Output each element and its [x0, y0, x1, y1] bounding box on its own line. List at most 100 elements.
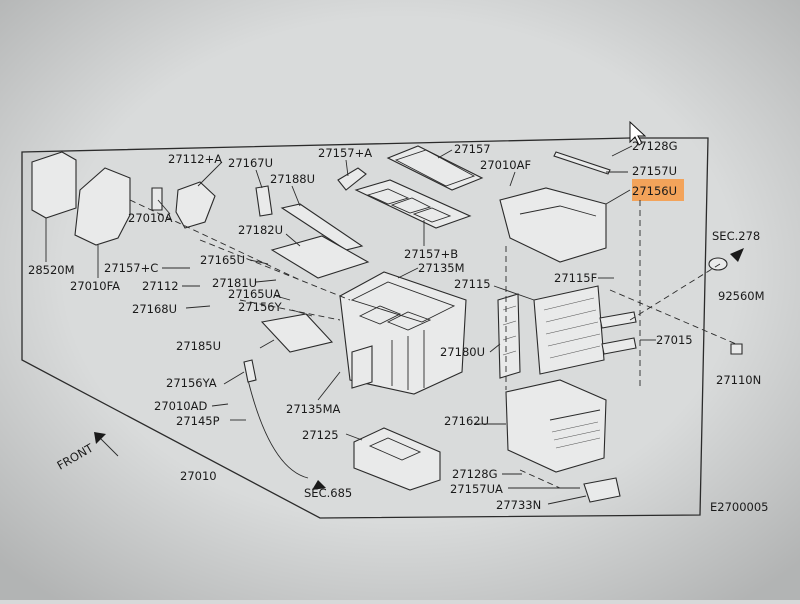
- label-27010FA: 27010FA: [70, 279, 120, 293]
- label-27185U: 27185U: [176, 339, 221, 353]
- dash-line-3: [239, 299, 341, 321]
- arrow-sec685: [312, 480, 326, 490]
- label-27156Y: 27156Y: [238, 300, 283, 314]
- leader-27185U: [259, 339, 275, 349]
- leader-27182U: [285, 233, 301, 247]
- label-27733N: 27733N: [496, 498, 541, 512]
- leader-27156YA: [223, 371, 245, 385]
- leader-27156Y: [291, 309, 313, 317]
- leader-27125: [345, 433, 363, 441]
- label-27010AF: 27010AF: [480, 158, 531, 172]
- part-housing-27135M: [339, 271, 467, 395]
- label-27015: 27015: [656, 333, 693, 347]
- part-upper-case: [499, 187, 607, 263]
- leader-27010AF: [509, 171, 516, 187]
- part-tray-27125: [353, 427, 441, 491]
- label-27156U: 27156U: [632, 184, 677, 198]
- label-27112: 27112: [142, 279, 179, 293]
- label-27135MA: 27135MA: [286, 402, 341, 416]
- leader-27112A: [197, 161, 223, 187]
- diagram-code: E2700005: [710, 500, 768, 514]
- part-hose-27157A: [337, 167, 367, 191]
- label-92560M: 92560M: [718, 289, 765, 303]
- leader-27157: [437, 149, 453, 159]
- part-actuator-bracket: [175, 181, 216, 229]
- leader-27168U: [185, 305, 211, 309]
- leader-27157A: [345, 159, 349, 177]
- leader-27180U: [489, 343, 501, 353]
- part-heater-core-27115: [533, 285, 637, 375]
- label-27128G-2: 27128G: [452, 467, 498, 481]
- label-SEC685: SEC.685: [304, 486, 352, 500]
- part-seal-27188U: [280, 203, 364, 251]
- part-resistor-27733N: [583, 477, 621, 503]
- label-27165U: 27165U: [200, 253, 245, 267]
- label-27135M: 27135M: [418, 261, 465, 275]
- label-27115: 27115: [454, 277, 491, 291]
- label-27157B: 27157+B: [404, 247, 458, 261]
- label-27168U: 27168U: [132, 302, 177, 316]
- leader-27156U: [605, 189, 631, 205]
- label-27165UA: 27165UA: [228, 287, 281, 301]
- leader-27188U: [291, 185, 301, 207]
- dash-line-2: [199, 239, 351, 301]
- mouse-cursor-icon: [629, 120, 647, 146]
- label-27157: 27157: [454, 142, 491, 156]
- part-rod-27157U: [553, 151, 611, 175]
- label-27156YA: 27156YA: [166, 376, 217, 390]
- part-filter-element-27157B: [354, 179, 472, 229]
- part-screw-27010A: [151, 187, 163, 211]
- leader-27165U: [249, 259, 269, 265]
- label-27167U: 27167U: [228, 156, 273, 170]
- leader-27010A: [157, 199, 171, 215]
- part-flap-27182U: [270, 235, 370, 279]
- label-27010: 27010: [180, 469, 217, 483]
- leader-27010AD: [211, 403, 229, 407]
- part-cable-27145P: [247, 379, 309, 479]
- part-lower-case-27162U: [505, 379, 607, 473]
- leader-27115: [493, 285, 535, 301]
- dash-line-5: [629, 263, 721, 321]
- label-27110N: 27110N: [716, 373, 761, 387]
- label-27010A: 27010A: [128, 211, 173, 225]
- label-27157A: 27157+A: [318, 146, 372, 160]
- part-filter-frame-27157: [386, 145, 484, 191]
- label-27112A: 27112+A: [168, 152, 222, 166]
- label-27180U: 27180U: [440, 345, 485, 359]
- label-28520M: 28520M: [28, 263, 75, 277]
- part-grommet-92560M: [708, 257, 728, 271]
- label-27188U: 27188U: [270, 172, 315, 186]
- label-27145P: 27145P: [176, 414, 220, 428]
- front-arrow-icon: [94, 432, 119, 457]
- part-clip-27156YA: [243, 359, 257, 383]
- part-link-27167U: [255, 185, 273, 217]
- leader-27181U: [255, 279, 277, 283]
- leader-27165UA: [275, 295, 291, 301]
- label-27157U: 27157U: [632, 164, 677, 178]
- part-evaporator-27180U: [497, 293, 521, 379]
- label-27157UA: 27157UA: [450, 482, 503, 496]
- leader-27135MA: [317, 371, 341, 401]
- leader-27128G: [611, 145, 633, 157]
- leader-27733N: [547, 495, 587, 505]
- label-SEC278: SEC.278: [712, 229, 760, 243]
- part-clip-27110N: [730, 343, 743, 355]
- part-cover-27185U: [260, 313, 334, 353]
- arrow-sec278: [730, 248, 744, 262]
- dash-line-7: [519, 469, 561, 489]
- label-27010AD: 27010AD: [154, 399, 207, 413]
- part-27010FA-duct: [74, 167, 131, 278]
- label-27128G: 27128G: [632, 139, 678, 153]
- label-27157C: 27157+C: [104, 261, 158, 275]
- label-27115F: 27115F: [554, 271, 597, 285]
- part-28520M-module: [31, 151, 77, 262]
- label-27182U: 27182U: [238, 223, 283, 237]
- label-27162U: 27162U: [444, 414, 489, 428]
- leader-27167U: [255, 169, 263, 189]
- dash-line-1: [129, 199, 301, 281]
- label-27181U: 27181U: [212, 276, 257, 290]
- dash-line-6: [609, 289, 737, 345]
- highlight-27156U: [632, 179, 684, 201]
